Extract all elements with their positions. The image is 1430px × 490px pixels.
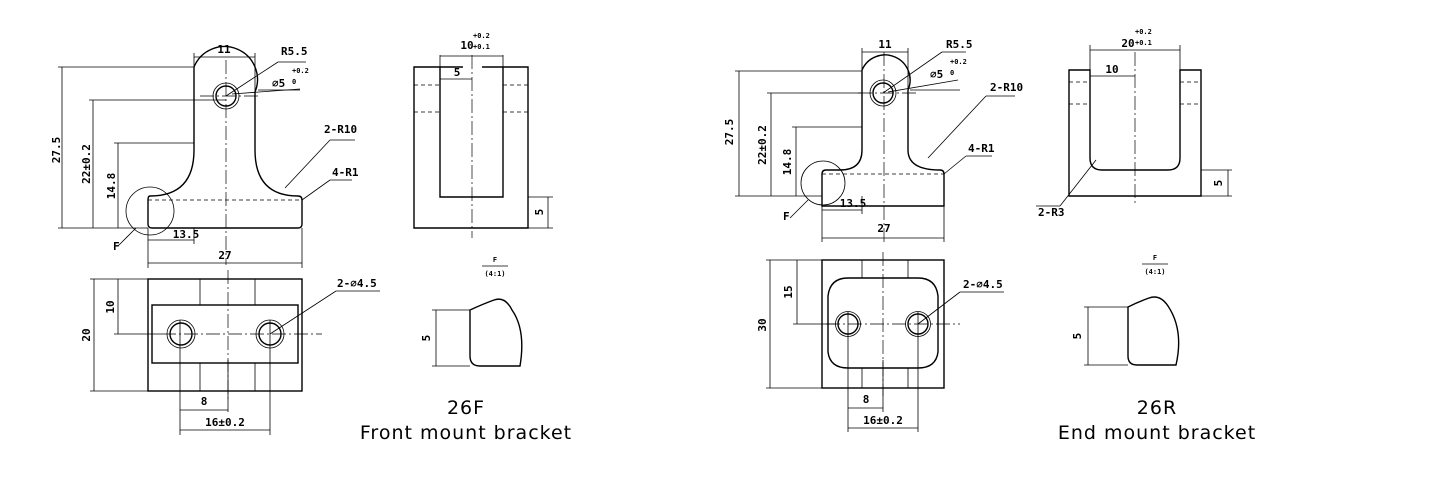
right-dim-side-tol-lo: +0.1: [1135, 39, 1152, 47]
right-dim-bot-holes: 2-∅4.5: [963, 278, 1003, 291]
right-dim-bot-16: 16±0.2: [863, 414, 903, 427]
left-dim-r55: R5.5: [281, 45, 308, 58]
right-dim-bot-30: 30: [756, 318, 769, 331]
left-dim-bot-8: 8: [201, 395, 208, 408]
right-caption-code: 26R: [1137, 397, 1177, 419]
left-dim-bot-10: 10: [104, 300, 117, 313]
left-dim-hole: ∅5: [272, 77, 285, 90]
left-dim-11: 11: [217, 43, 231, 56]
right-dim-r1: 4-R1: [968, 142, 995, 155]
right-dim-side-h5: 5: [1212, 180, 1225, 187]
right-dim-11: 11: [878, 38, 892, 51]
left-caption-name: Front mount bracket: [360, 422, 572, 444]
left-dim-side-10: 10: [460, 39, 473, 52]
right-dim-r55: R5.5: [946, 38, 973, 51]
right-dim-135: 13.5: [840, 197, 867, 210]
right-detail-label: F: [1153, 254, 1157, 262]
left-detail-5: 5: [420, 335, 433, 342]
right-detail-view: [1084, 263, 1180, 366]
left-dim-side-tol-up: +0.2: [473, 32, 490, 40]
left-dim-275: 27.5: [50, 137, 63, 164]
left-dim-148: 14.8: [105, 173, 118, 200]
left-detail-label: F: [493, 256, 497, 264]
right-dim-bot-15: 15: [782, 285, 795, 298]
right-dim-hole-tol-up: +0.2: [950, 58, 967, 66]
right-front-view: [735, 48, 1015, 244]
left-dim-f: F: [113, 240, 120, 253]
right-dim-27: 27: [877, 222, 890, 235]
right-bottom-view: [766, 252, 1004, 432]
left-dim-bot-20: 20: [80, 328, 93, 341]
left-dim-side-5: 5: [454, 66, 461, 79]
left-bottom-view: [90, 270, 380, 435]
left-dim-hole-tol-lo: 0: [292, 78, 296, 86]
left-dim-side-tol-lo: +0.1: [473, 43, 490, 51]
left-dim-r10: 2-R10: [324, 123, 357, 136]
right-dim-side-20: 20: [1121, 37, 1134, 50]
left-dim-135: 13.5: [173, 228, 200, 241]
right-dim-side-tol-up: +0.2: [1135, 28, 1152, 36]
right-dim-side-10: 10: [1105, 63, 1118, 76]
left-dim-22: 22±0.2: [80, 144, 93, 184]
left-detail-view: [432, 265, 523, 367]
left-dim-hole-tol-up: +0.2: [292, 67, 309, 75]
right-detail-5: 5: [1071, 333, 1084, 340]
right-dim-side-r3: 2-R3: [1038, 206, 1065, 219]
right-dim-hole-tol-lo: 0: [950, 69, 954, 77]
right-dim-275: 27.5: [723, 119, 736, 146]
right-dim-148: 14.8: [781, 149, 794, 176]
right-dim-f: F: [783, 210, 790, 223]
left-dim-bot-holes: 2-∅4.5: [337, 277, 377, 290]
left-dim-27: 27: [218, 249, 231, 262]
right-dim-22: 22±0.2: [756, 125, 769, 165]
left-dim-r1: 4-R1: [332, 166, 359, 179]
left-detail-scale: (4:1): [484, 270, 505, 278]
left-dim-bot-16: 16±0.2: [205, 416, 245, 429]
right-dim-r10: 2-R10: [990, 81, 1023, 94]
right-detail-scale: (4:1): [1144, 268, 1165, 276]
left-dim-side-h5: 5: [533, 209, 546, 216]
right-dim-hole: ∅5: [930, 68, 943, 81]
right-dim-bot-8: 8: [863, 393, 870, 406]
left-side-view: [413, 55, 553, 238]
right-caption-name: End mount bracket: [1058, 422, 1256, 444]
right-side-view: [1036, 45, 1232, 207]
left-caption-code: 26F: [447, 397, 485, 419]
left-front-view: [58, 45, 355, 268]
